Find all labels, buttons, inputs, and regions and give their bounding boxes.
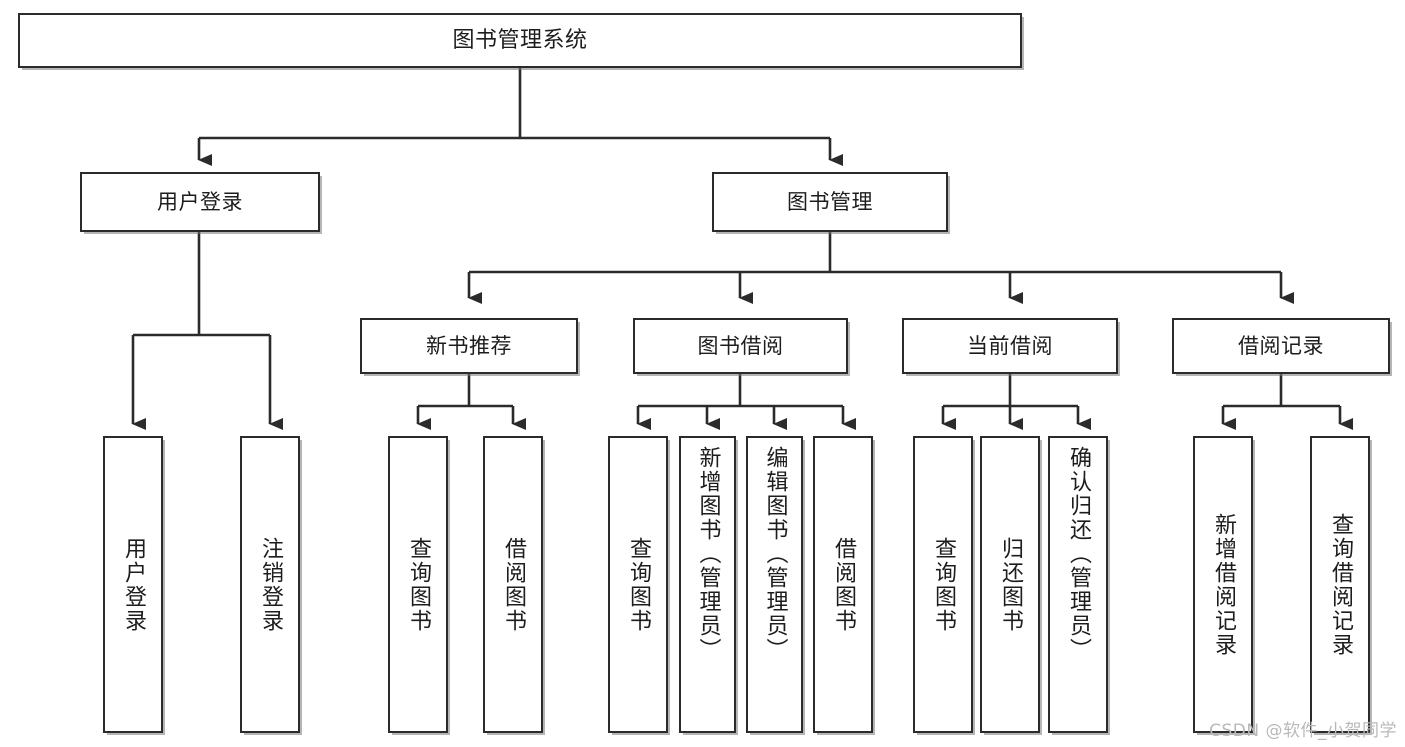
node-leaf-add-borrow-record[interactable]: 新增借阅记录: [1193, 436, 1253, 733]
node-leaf-confirm-return-admin-label: 确认归还（管理员）: [1066, 446, 1091, 662]
node-borrow-record[interactable]: 借阅记录: [1172, 318, 1390, 374]
node-leaf-bookborrow-query-book-label: 查询图书: [626, 536, 651, 633]
node-user-login[interactable]: 用户登录: [80, 172, 320, 232]
node-leaf-logout-label: 注销登录: [258, 536, 283, 633]
node-leaf-bookborrow-borrow-book-label: 借阅图书: [831, 536, 856, 633]
node-leaf-newbook-query-book-label: 查询图书: [406, 536, 431, 633]
node-leaf-bookborrow-borrow-book[interactable]: 借阅图书: [813, 436, 873, 733]
node-leaf-confirm-return-admin[interactable]: 确认归还（管理员）: [1048, 436, 1108, 733]
node-leaf-newbook-borrow-book-label: 借阅图书: [501, 536, 526, 633]
node-current-borrow[interactable]: 当前借阅: [902, 318, 1118, 374]
node-leaf-logout[interactable]: 注销登录: [240, 436, 300, 733]
node-leaf-currentborrow-query-book[interactable]: 查询图书: [913, 436, 973, 733]
node-leaf-add-book-admin-label: 新增图书（管理员）: [695, 446, 721, 662]
node-leaf-edit-book-admin[interactable]: 编辑图书（管理员）: [746, 436, 803, 733]
node-book-borrow[interactable]: 图书借阅: [633, 318, 848, 374]
node-leaf-currentborrow-query-book-label: 查询图书: [931, 536, 956, 633]
node-book-manage[interactable]: 图书管理: [712, 172, 948, 232]
node-leaf-user-login[interactable]: 用户登录: [103, 436, 163, 733]
node-book-borrow-label: 图书借阅: [697, 333, 784, 358]
node-borrow-record-label: 借阅记录: [1238, 333, 1324, 358]
node-leaf-user-login-label: 用户登录: [121, 536, 146, 633]
node-current-borrow-label: 当前借阅: [967, 333, 1053, 358]
node-leaf-add-book-admin[interactable]: 新增图书（管理员）: [679, 436, 736, 733]
node-user-login-label: 用户登录: [157, 189, 243, 214]
node-book-manage-label: 图书管理: [787, 189, 873, 214]
node-leaf-return-book-label: 归还图书: [998, 536, 1023, 633]
node-leaf-return-book[interactable]: 归还图书: [980, 436, 1040, 733]
node-root-system-label: 图书管理系统: [452, 27, 588, 53]
node-leaf-query-borrow-record-label: 查询借阅记录: [1328, 512, 1353, 657]
csdn-watermark: CSDN @软件_小贺同学: [1209, 721, 1397, 741]
node-new-book-recommend[interactable]: 新书推荐: [360, 318, 578, 374]
node-leaf-edit-book-admin-label: 编辑图书（管理员）: [762, 446, 788, 662]
node-leaf-newbook-query-book[interactable]: 查询图书: [388, 436, 448, 733]
node-new-book-recommend-label: 新书推荐: [426, 333, 512, 358]
node-leaf-bookborrow-query-book[interactable]: 查询图书: [608, 436, 668, 733]
node-root-system[interactable]: 图书管理系统: [18, 13, 1022, 68]
node-leaf-query-borrow-record[interactable]: 查询借阅记录: [1310, 436, 1370, 733]
node-leaf-newbook-borrow-book[interactable]: 借阅图书: [483, 436, 543, 733]
node-leaf-add-borrow-record-label: 新增借阅记录: [1211, 512, 1236, 657]
